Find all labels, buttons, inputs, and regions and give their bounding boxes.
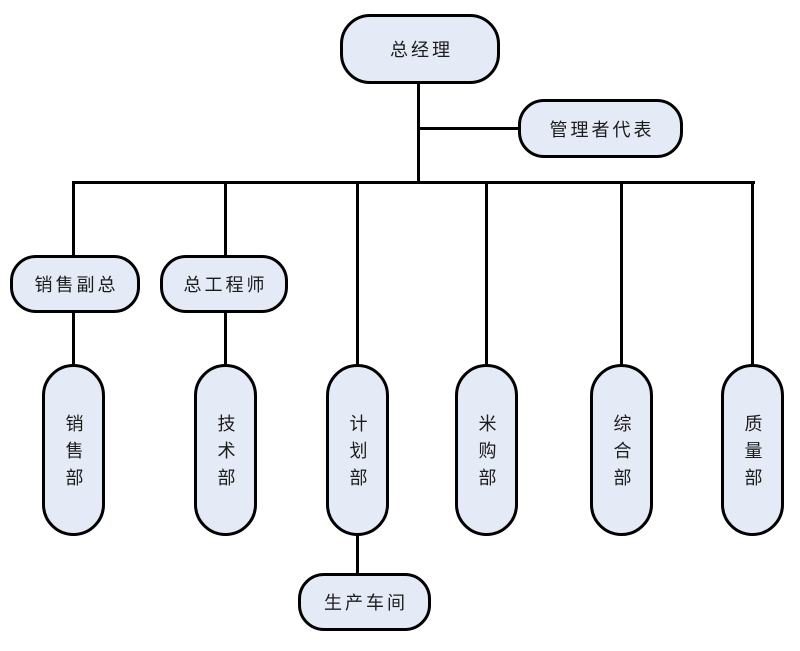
connector-chief-engineer-tech-dept — [224, 312, 227, 364]
node-chief-engineer: 总工程师 — [160, 255, 288, 313]
node-general-dept: 综合部 — [590, 364, 653, 536]
connector-horizontal-bus — [72, 181, 755, 184]
connector-ceo-mgmt-rep — [418, 127, 518, 130]
node-management-representative: 管理者代表 — [518, 99, 683, 158]
node-sales-dept: 销售部 — [42, 364, 105, 536]
node-planning-dept: 计划部 — [326, 364, 389, 536]
connector-bus-sales-vp — [72, 182, 75, 255]
connector-sales-vp-sales-dept — [72, 312, 75, 364]
node-ceo: 总经理 — [340, 14, 500, 84]
connector-bus-general-dept — [620, 182, 623, 364]
node-purchasing-dept: 米购部 — [455, 364, 518, 536]
connector-ceo-trunk — [417, 83, 420, 182]
node-quality-dept: 质量部 — [721, 364, 784, 536]
node-tech-dept: 技术部 — [194, 364, 257, 536]
connector-bus-chief-engineer — [224, 182, 227, 255]
node-sales-vp: 销售副总 — [10, 255, 140, 313]
connector-bus-purchasing-dept — [485, 182, 488, 364]
node-production-workshop: 生产车间 — [298, 573, 431, 631]
connector-planning-dept-production-workshop — [356, 535, 359, 573]
connector-bus-planning-dept — [356, 182, 359, 364]
connector-bus-quality-dept — [751, 182, 754, 364]
